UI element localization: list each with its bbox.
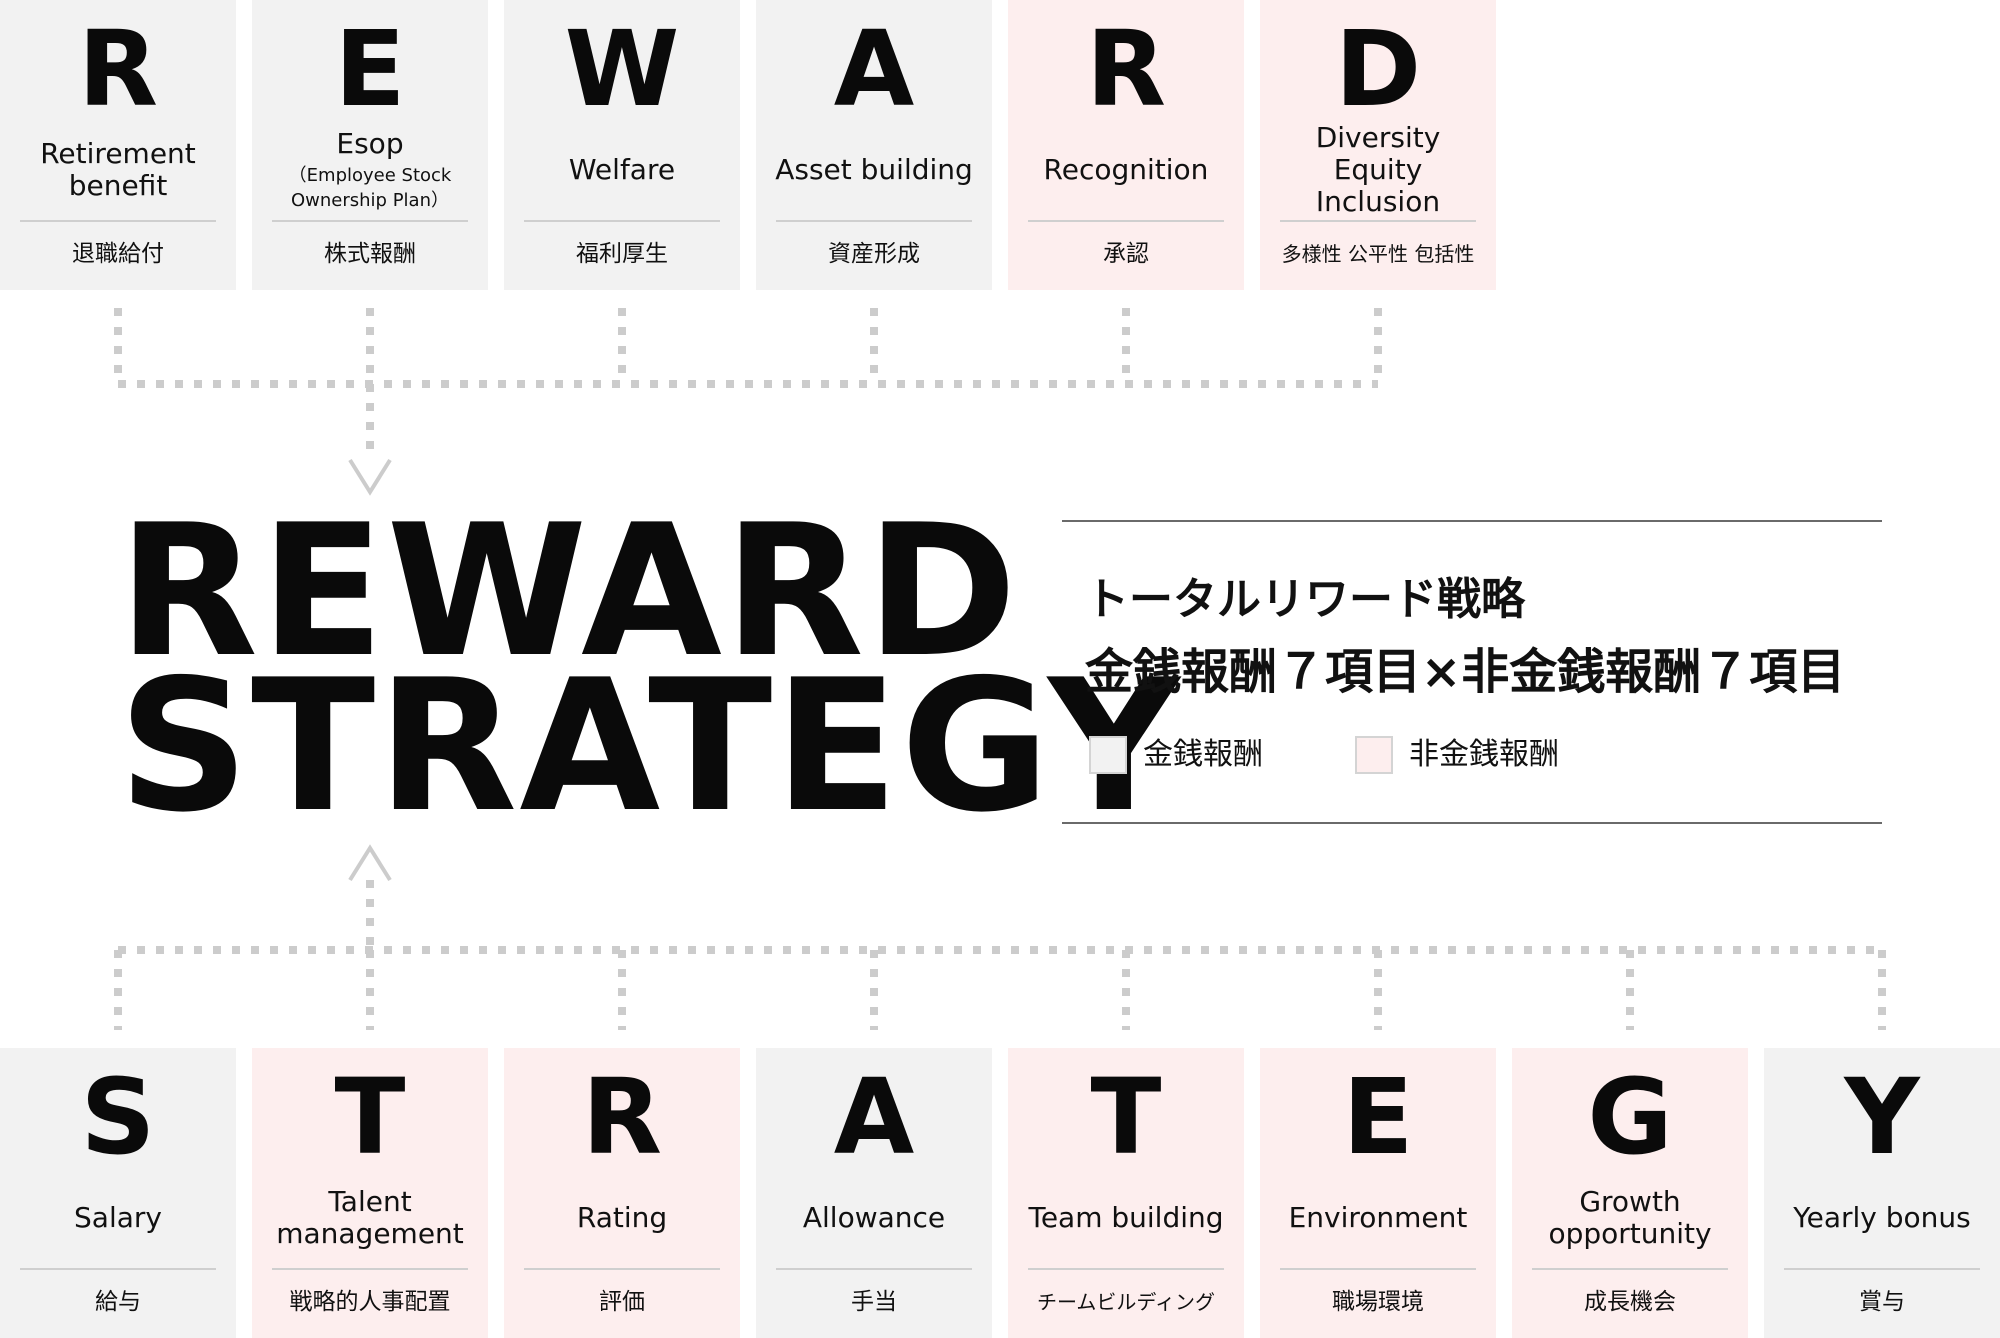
card-english-title: Environment — [1288, 1201, 1468, 1234]
card-english-subtitle: （Employee Stock Ownership Plan） — [288, 164, 452, 211]
card-english-title: Salary — [74, 1201, 162, 1234]
card-english-label: Diversity Equity Inclusion — [1268, 122, 1488, 218]
card-english-title: Esop — [336, 126, 404, 160]
card-english-label: Rating — [512, 1176, 732, 1260]
title-line-reward: REWARD — [118, 485, 1020, 697]
card-letter: R — [581, 1056, 663, 1178]
card-english-label: Allowance — [764, 1176, 984, 1260]
reward-card-a-4: A Allowance 手当 — [756, 1048, 992, 1338]
card-letter: S — [80, 1056, 156, 1178]
card-english-label: Recognition — [1016, 128, 1236, 212]
card-letter: W — [564, 8, 680, 130]
card-divider — [776, 1268, 972, 1270]
card-letter: D — [1334, 8, 1422, 130]
reward-card-y-8: Y Yearly bonus 賞与 — [1764, 1048, 2000, 1338]
card-english-title: Growth opportunity — [1548, 1185, 1712, 1250]
card-english-title: Rating — [576, 1201, 668, 1234]
card-english-title: Recognition — [1043, 153, 1209, 186]
title-line-strategy: STRATEGY — [118, 640, 1182, 852]
reward-card-t-5: T Team building チームビルディング — [1008, 1048, 1244, 1338]
card-english-title: Asset building — [775, 153, 973, 186]
card-english-label: Asset building — [764, 128, 984, 212]
card-letter: E — [1342, 1056, 1414, 1178]
card-english-label: Esop （Employee Stock Ownership Plan） — [260, 126, 480, 212]
card-japanese-label: 退職給付 — [72, 241, 164, 267]
info-subheading: 金銭報酬７項目×非金銭報酬７項目 — [1085, 644, 1846, 700]
card-divider — [272, 220, 468, 222]
arrow-down-icon — [348, 458, 392, 496]
card-english-title: Talent management — [276, 1185, 464, 1250]
card-japanese-label: チームビルディング — [1037, 1290, 1215, 1314]
card-divider — [776, 220, 972, 222]
card-divider — [1784, 1268, 1980, 1270]
card-japanese-label: 手当 — [851, 1289, 897, 1315]
card-divider — [20, 1268, 216, 1270]
card-letter: A — [833, 1056, 915, 1178]
card-english-label: Team building — [1016, 1176, 1236, 1260]
card-japanese-label: 福利厚生 — [576, 241, 668, 267]
arrow-up-icon — [348, 844, 392, 882]
card-japanese-label: 評価 — [599, 1289, 645, 1315]
card-letter: R — [1085, 8, 1167, 130]
legend-label-non-money: 非金銭報酬 — [1409, 737, 1559, 772]
card-letter: A — [833, 8, 915, 130]
card-english-title: Welfare — [568, 153, 676, 186]
card-letter: Y — [1844, 1056, 1920, 1178]
card-english-title: Retirement benefit — [40, 137, 196, 202]
card-japanese-label: 成長機会 — [1584, 1289, 1676, 1315]
reward-card-a-4: A Asset building 資産形成 — [756, 0, 992, 290]
card-divider — [1028, 220, 1224, 222]
reward-card-r-5: R Recognition 承認 — [1008, 0, 1244, 290]
card-english-label: Welfare — [512, 128, 732, 212]
info-top-rule — [1062, 520, 1882, 522]
card-divider — [1280, 1268, 1476, 1270]
card-japanese-label: 職場環境 — [1332, 1289, 1424, 1315]
card-letter: T — [1090, 1056, 1162, 1178]
card-english-label: Yearly bonus — [1772, 1176, 1992, 1260]
card-english-title: Diversity Equity Inclusion — [1315, 121, 1441, 218]
card-divider — [20, 220, 216, 222]
reward-card-s-1: S Salary 給与 — [0, 1048, 236, 1338]
reward-card-r-3: R Rating 評価 — [504, 1048, 740, 1338]
card-english-title: Team building — [1028, 1201, 1224, 1234]
info-heading: トータルリワード戦略 — [1085, 574, 1525, 625]
card-divider — [524, 220, 720, 222]
card-japanese-label: 資産形成 — [828, 241, 920, 267]
card-japanese-label: 多様性 公平性 包括性 — [1281, 242, 1475, 266]
card-english-label: Salary — [8, 1176, 228, 1260]
info-bottom-rule — [1062, 822, 1882, 824]
reward-card-t-2: T Talent management 戦略的人事配置 — [252, 1048, 488, 1338]
card-letter: R — [77, 8, 159, 130]
card-divider — [272, 1268, 468, 1270]
card-english-label: Growth opportunity — [1520, 1176, 1740, 1260]
card-divider — [524, 1268, 720, 1270]
card-divider — [1532, 1268, 1728, 1270]
reward-card-w-3: W Welfare 福利厚生 — [504, 0, 740, 290]
card-japanese-label: 株式報酬 — [324, 241, 416, 267]
card-japanese-label: 戦略的人事配置 — [289, 1289, 451, 1315]
card-english-label: Talent management — [260, 1176, 480, 1260]
card-japanese-label: 承認 — [1103, 241, 1149, 267]
card-english-title: Allowance — [802, 1201, 946, 1234]
card-english-title: Yearly bonus — [1793, 1201, 1971, 1234]
card-english-label: Retirement benefit — [8, 128, 228, 212]
legend-label-money: 金銭報酬 — [1143, 737, 1263, 772]
card-letter: T — [334, 1056, 406, 1178]
reward-card-e-6: E Environment 職場環境 — [1260, 1048, 1496, 1338]
card-letter: G — [1587, 1056, 1673, 1178]
card-divider — [1028, 1268, 1224, 1270]
legend-swatch-non-money — [1355, 736, 1393, 774]
card-divider — [1280, 220, 1476, 222]
card-japanese-label: 賞与 — [1859, 1289, 1905, 1315]
reward-card-r-1: R Retirement benefit 退職給付 — [0, 0, 236, 290]
card-letter: E — [334, 8, 406, 130]
legend-swatch-money — [1089, 736, 1127, 774]
reward-card-g-7: G Growth opportunity 成長機会 — [1512, 1048, 1748, 1338]
card-english-label: Environment — [1268, 1176, 1488, 1260]
card-japanese-label: 給与 — [95, 1289, 141, 1315]
